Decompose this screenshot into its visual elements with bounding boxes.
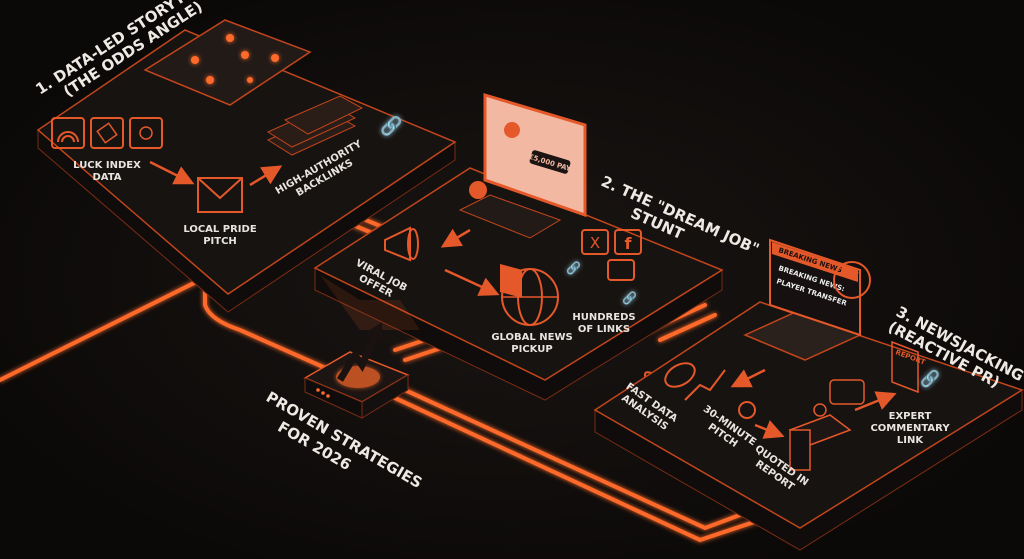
local-pride-label: LOCAL PRIDE — [183, 224, 256, 235]
stopwatch-icon — [833, 261, 871, 299]
platform-data-led-storytelling: LUCK INDEX DATA LOCAL PRIDE PITCH 🔗 HIGH… — [32, 0, 457, 313]
laptop-icon: BREAKING NEWS BREAKING NEWS: PLAYER TRAN… — [743, 238, 862, 361]
ticket-icon — [90, 117, 124, 149]
globe-icon — [501, 268, 559, 326]
facebook-icon — [614, 229, 642, 255]
sun-icon — [129, 117, 163, 149]
link-icon: 🔗 — [920, 369, 940, 388]
expert-label-2: COMMENTARY — [870, 423, 950, 434]
luck-index-label: LUCK INDEX — [73, 160, 141, 171]
arrow-icon — [730, 368, 766, 388]
luck-index-label-2: DATA — [92, 172, 121, 183]
chart-icon — [684, 369, 726, 401]
arrow-icon — [149, 160, 195, 185]
link-icon: 🔗 — [622, 290, 637, 305]
link-icon: 🔗 — [566, 260, 581, 275]
expert-label-3: LINK — [897, 435, 924, 446]
global-news-label-2: PICKUP — [511, 344, 552, 355]
pipe-9 — [658, 313, 717, 342]
envelope-icon — [197, 177, 243, 213]
hundreds-links-label: HUNDREDS — [572, 312, 635, 323]
rainbow-icon — [51, 117, 85, 149]
global-news-label: GLOBAL NEWS — [491, 332, 572, 343]
arrow-icon — [754, 420, 785, 439]
arrow-icon — [444, 268, 500, 296]
newspaper-stack-icon — [266, 95, 364, 156]
pipe-1 — [203, 288, 332, 372]
map-icon — [143, 19, 312, 106]
journalist-icon — [788, 379, 865, 471]
local-pride-label-2: PITCH — [203, 236, 237, 247]
tv-screen-icon: £5,000 PAY — [458, 92, 587, 298]
link-icon: 🔗 — [380, 115, 402, 137]
megaphone-icon — [384, 226, 419, 262]
arrow-icon — [854, 391, 897, 412]
radio-icon — [607, 259, 635, 281]
hub-beam — [320, 275, 420, 330]
expert-label: EXPERT — [889, 411, 932, 422]
hundreds-links-label-2: OF LINKS — [578, 324, 630, 335]
svg-text:f: f — [625, 234, 633, 253]
arrow-icon — [440, 228, 471, 248]
football-icon — [664, 362, 696, 388]
arrow-icon — [249, 165, 283, 187]
trending-up-arrow-icon — [336, 328, 382, 382]
stopwatch-small-icon — [738, 401, 756, 419]
svg-text:X: X — [590, 234, 600, 252]
x-logo-icon — [581, 229, 609, 255]
